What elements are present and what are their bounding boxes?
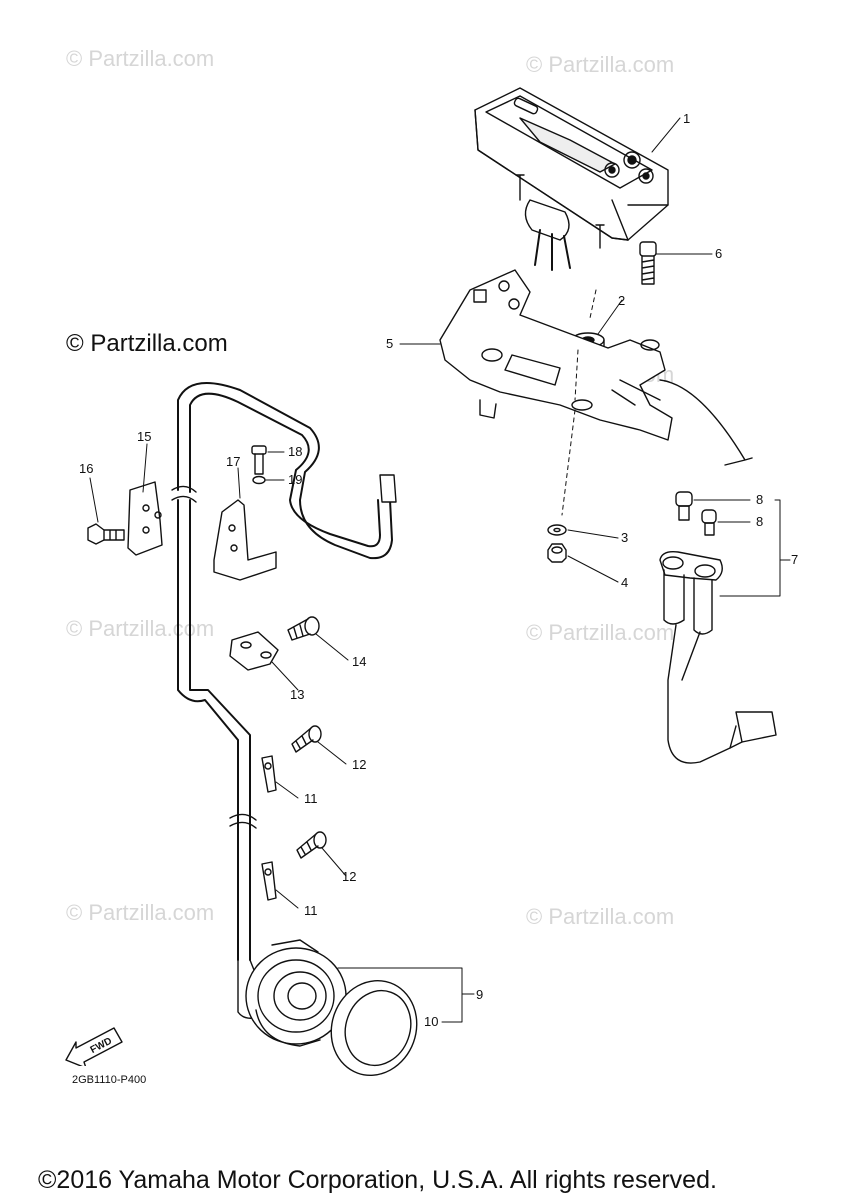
washer-19[interactable] — [252, 475, 266, 485]
leader-lines — [89, 117, 791, 1023]
callout-11: 11 — [304, 791, 318, 806]
callout-13: 13 — [290, 687, 305, 702]
callout-6: 6 — [715, 246, 723, 261]
bracket-15[interactable] — [127, 481, 163, 556]
watermark: © Partzilla.com — [66, 900, 215, 925]
callout-19: 19 — [288, 472, 303, 487]
clamp-11[interactable] — [261, 755, 277, 793]
callout-7: 7 — [791, 552, 799, 567]
callout-1: 1 — [683, 111, 691, 126]
clamp-11[interactable] — [261, 861, 277, 901]
callout-5: 5 — [386, 336, 394, 351]
watermark: © Partzilla.com — [66, 46, 215, 71]
meter-assembly[interactable] — [474, 87, 669, 271]
callout-15: 15 — [137, 429, 152, 444]
diagram-code: 2GB1110-P400 — [72, 1074, 147, 1086]
nut-4[interactable] — [547, 543, 567, 563]
bulb-8[interactable] — [701, 509, 717, 536]
callout-8: 8 — [756, 514, 764, 529]
watermark: © Partzilla.com — [526, 904, 675, 929]
callout-8: 8 — [756, 492, 764, 507]
screw-12[interactable] — [296, 831, 327, 859]
screw-12[interactable] — [291, 725, 322, 753]
callout-12: 12 — [352, 757, 367, 772]
bolt-16[interactable] — [87, 523, 125, 545]
callout-16: 16 — [79, 461, 94, 476]
speedometer-cable[interactable] — [171, 382, 397, 1019]
partzilla-watermark: © Partzilla.com — [66, 330, 228, 357]
washer-3[interactable] — [547, 524, 567, 536]
callout-14: 14 — [352, 654, 367, 669]
cable-guide-17[interactable] — [213, 499, 277, 581]
bulb-8[interactable] — [675, 491, 693, 521]
copyright-notice: ©2016 Yamaha Motor Corporation, U.S.A. A… — [38, 1166, 717, 1194]
callout-12: 12 — [342, 869, 357, 884]
callout-11: 11 — [304, 903, 318, 918]
fwd-arrow-icon: FWD — [65, 1027, 123, 1066]
watermark: © Partzilla.com — [526, 52, 675, 77]
callout-10: 10 — [424, 1014, 439, 1029]
bolt-6[interactable] — [639, 241, 657, 285]
screw-18[interactable] — [251, 445, 267, 475]
ring-10[interactable] — [318, 969, 430, 1088]
screw-14[interactable] — [287, 616, 320, 641]
callout-4: 4 — [621, 575, 629, 590]
bracket-13[interactable] — [229, 631, 279, 671]
speedometer-gear-9[interactable] — [245, 939, 347, 1047]
callout-3: 3 — [621, 530, 629, 545]
watermark: © Partzilla.com — [526, 620, 675, 645]
meter-bracket-5[interactable] — [439, 269, 753, 466]
callout-9: 9 — [476, 987, 484, 1002]
callout-18: 18 — [288, 444, 303, 459]
callout-17: 17 — [226, 454, 241, 469]
callout-2: 2 — [618, 293, 626, 308]
lamp-socket-harness-7[interactable] — [659, 550, 777, 764]
